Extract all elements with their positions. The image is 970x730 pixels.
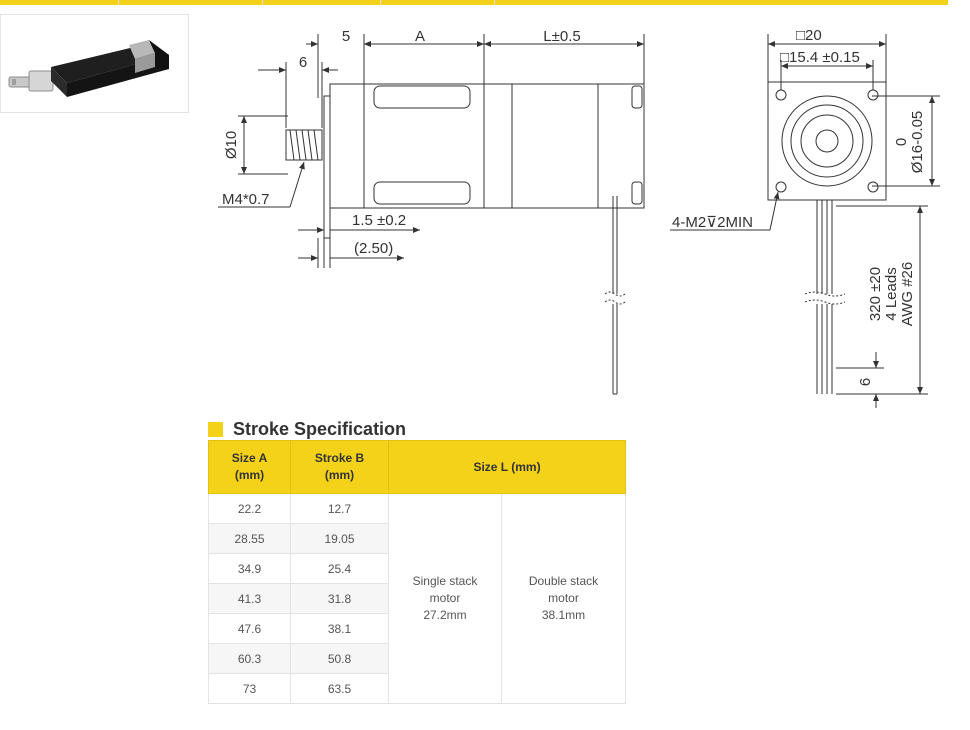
lead-strip-dim-label: 6	[857, 378, 874, 386]
cell-size-a: 41.3	[208, 583, 291, 614]
section-title: Stroke Specification	[233, 418, 407, 439]
product-thumbnail[interactable]	[0, 14, 189, 113]
table-row: 60.3 50.8	[208, 643, 626, 674]
stroke-spec-table: Size A (mm) Stroke B (mm) Size L (mm) 22…	[208, 440, 626, 704]
dimension-drawing: 5 A L±0.5 6 Ø10 M4*0.7 1.5 ±0.2 (2.50) □…	[218, 27, 940, 408]
header-stroke-b: Stroke B (mm)	[290, 440, 389, 494]
cell-size-a: 22.2	[208, 493, 291, 524]
cell-single-stack: Single stack motor 27.2mm	[388, 493, 502, 704]
linear-actuator-photo	[8, 40, 169, 97]
cell-size-a: 28.55	[208, 523, 291, 554]
cell-stroke-b: 63.5	[290, 673, 389, 704]
thread-label: M4*0.7	[222, 191, 270, 208]
screw-hole-label: 4-M2⊽2MIN	[672, 214, 753, 231]
leads-count-label: 4 Leads	[883, 267, 900, 320]
table-row: 41.3 31.8	[208, 583, 626, 614]
stroke-spec-heading: Stroke Specification	[208, 419, 406, 439]
cell-stroke-b: 25.4	[290, 553, 389, 584]
dim-l-label: L±0.5	[543, 28, 580, 45]
cell-stroke-b: 31.8	[290, 583, 389, 614]
table-row: 34.9 25.4	[208, 553, 626, 584]
awg-label: AWG #26	[899, 262, 916, 326]
cell-double-stack: Double stack motor 38.1mm	[501, 493, 626, 704]
cell-size-a: 73	[208, 673, 291, 704]
header-size-a: Size A (mm)	[208, 440, 291, 494]
table-header-row: Size A (mm) Stroke B (mm) Size L (mm)	[208, 440, 626, 494]
dim-250-label: (2.50)	[354, 240, 393, 257]
flange-dim-label: 1.5 ±0.2	[352, 212, 406, 229]
square-154-label: □15.4 ±0.15	[780, 49, 860, 66]
cell-stroke-b: 19.05	[290, 523, 389, 554]
header-size-l: Size L (mm)	[388, 440, 626, 494]
cell-size-a: 47.6	[208, 613, 291, 644]
heading-marker-icon	[208, 421, 223, 437]
table-row: 22.2 12.7 Single stack motor 27.2mm Doub…	[208, 493, 626, 704]
dim-5-label: 5	[342, 28, 350, 45]
cell-size-a: 34.9	[208, 553, 291, 584]
table-row: 28.55 19.05	[208, 523, 626, 554]
top-accent-bar	[0, 0, 948, 5]
cell-stroke-b: 50.8	[290, 643, 389, 674]
boss-phi16-label: Ø16-0.05	[909, 111, 926, 174]
dim-6-label: 6	[299, 54, 307, 71]
square-20-label: □20	[796, 27, 822, 44]
cell-size-a: 60.3	[208, 643, 291, 674]
table-row: 73 63.5	[208, 673, 626, 704]
boss-zero-label: 0	[893, 138, 910, 146]
dim-a-label: A	[415, 28, 425, 45]
cell-stroke-b: 38.1	[290, 613, 389, 644]
lead-length-label: 320 ±20	[867, 267, 884, 321]
cell-stroke-b: 12.7	[290, 493, 389, 524]
dim-phi10-label: Ø10	[223, 131, 240, 159]
